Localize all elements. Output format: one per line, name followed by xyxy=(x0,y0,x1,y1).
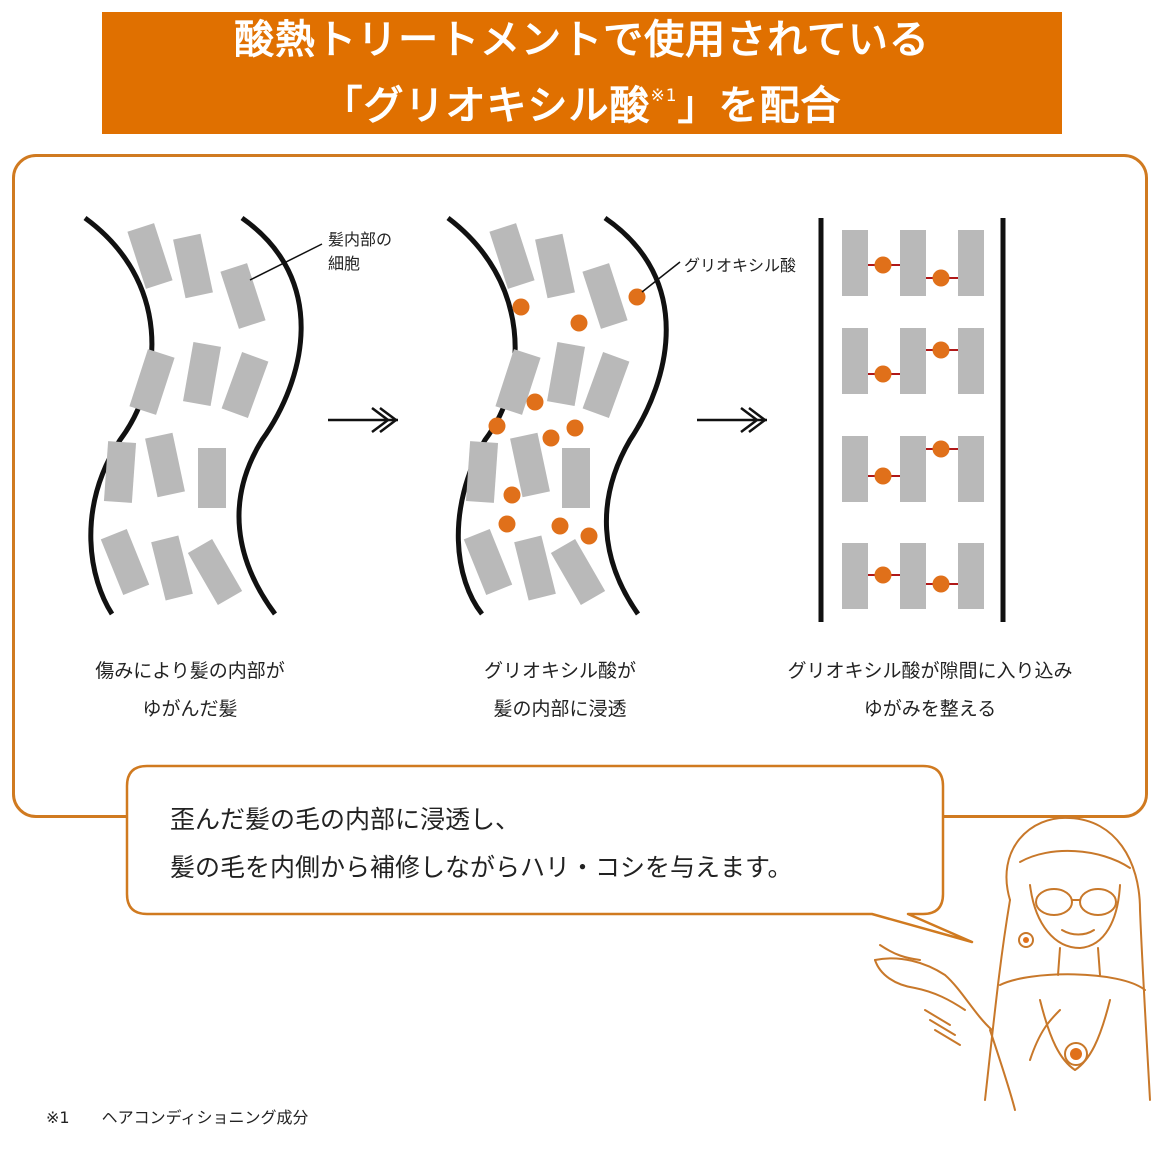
footnote: ※1 ヘアコンディショニング成分 xyxy=(46,1104,308,1128)
stage3-acid-molecules xyxy=(874,256,950,593)
woman-accent-fills xyxy=(1023,937,1082,1060)
title-footnote-mark: ※1 xyxy=(650,86,678,106)
caption-stage2-line2: 髪の内部に浸透 xyxy=(493,698,627,720)
stage1-damaged-hair xyxy=(83,215,323,616)
stage2-acid-molecules xyxy=(488,288,646,545)
stage3-cells xyxy=(842,230,984,609)
stage3-straightened-hair xyxy=(818,218,1006,622)
cells-leader-line xyxy=(249,243,323,281)
woman-illustration xyxy=(874,816,1151,1111)
footnote-mark: ※1 xyxy=(46,1108,70,1127)
arrow-right-icon xyxy=(328,407,399,433)
banner-title-line2: 「グリオキシル酸※1」を配合 xyxy=(322,68,841,134)
caption-stage3-line2: ゆがみを整える xyxy=(863,698,997,720)
stage1-cells xyxy=(100,223,269,605)
speech-line2: 髪の毛を内側から補修しながらハリ・コシを与えます。 xyxy=(170,853,793,882)
speech-bubble-text: 歪んだ髪の毛の内部に浸透し、 髪の毛を内側から補修しながらハリ・コシを与えます。 xyxy=(170,796,793,892)
caption-stage3-line1: グリオキシル酸が隙間に入り込み xyxy=(787,660,1073,682)
title-line2-post: 」を配合 xyxy=(677,83,842,129)
caption-stage3: グリオキシル酸が隙間に入り込み ゆがみを整える xyxy=(745,652,1115,728)
stage2-cells xyxy=(463,223,630,605)
title-line2-pre: 「グリオキシル酸 xyxy=(322,83,651,129)
cells-label-line1: 髪内部の xyxy=(328,230,393,249)
stage3-bonds xyxy=(868,264,958,585)
footnote-text: ヘアコンディショニング成分 xyxy=(101,1108,309,1127)
acid-label: グリオキシル酸 xyxy=(684,256,797,275)
caption-stage1: 傷みにより髪の内部が ゆがんだ髪 xyxy=(40,652,340,728)
arrow-right-icon xyxy=(697,407,768,433)
stage2-penetration xyxy=(446,215,681,616)
caption-stage1-line2: ゆがんだ髪 xyxy=(142,698,238,720)
cells-label-line2: 細胞 xyxy=(328,254,361,273)
speech-line1: 歪んだ髪の毛の内部に浸透し、 xyxy=(170,805,521,834)
banner-title-line1: 酸熱トリートメントで使用されている xyxy=(234,17,930,63)
speech-bubble xyxy=(125,764,974,944)
acid-leader-line xyxy=(641,261,681,293)
caption-stage2-line1: グリオキシル酸が xyxy=(483,660,636,682)
caption-stage2: グリオキシル酸が 髪の内部に浸透 xyxy=(410,652,710,728)
caption-stage1-line1: 傷みにより髪の内部が xyxy=(95,660,285,682)
header-banner: 酸熱トリートメントで使用されている 「グリオキシル酸※1」を配合 xyxy=(102,12,1062,134)
